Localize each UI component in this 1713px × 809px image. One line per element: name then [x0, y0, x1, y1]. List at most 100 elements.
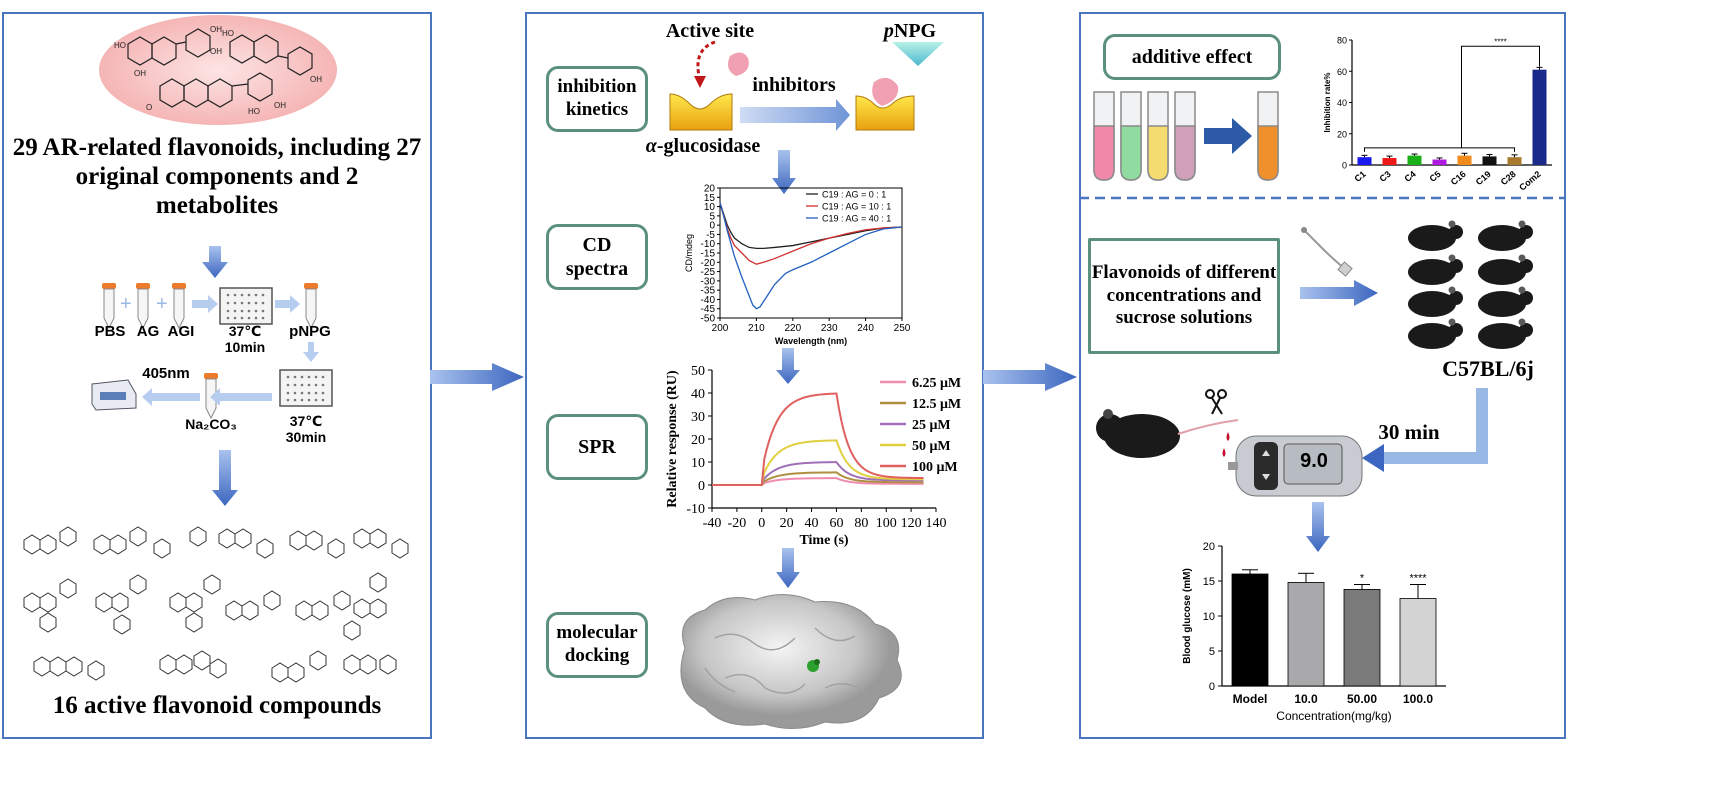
- cd-series-line: [719, 202, 903, 250]
- inh-bar: [1407, 155, 1422, 165]
- cd-y-tick-label: -50: [701, 314, 716, 325]
- cd-y-tick-label: 15: [704, 193, 716, 204]
- bg-y-tick-label: 0: [1209, 681, 1215, 693]
- cd-y-tick-label: -10: [701, 239, 716, 250]
- cd-x-tick-label: 210: [748, 323, 765, 334]
- inh-x-tick-label: C1: [1353, 169, 1368, 184]
- spr-y-axis-label: Relative response (RU): [665, 370, 680, 508]
- glucometer-reading: 9.0: [1300, 450, 1328, 472]
- mice-group-illustration: [1408, 220, 1533, 349]
- svg-text:OH: OH: [210, 25, 222, 34]
- tube-icon: [102, 283, 318, 420]
- mouse-tail-cut-illustration: [1096, 389, 1239, 458]
- middle-down-arrow-3: [776, 548, 800, 588]
- cd-y-axis-label: CD/mdeg: [684, 234, 694, 272]
- bg-bar: [1399, 598, 1437, 687]
- bg-y-tick-label: 10: [1203, 611, 1215, 623]
- inh-x-tick-label: C4: [1403, 169, 1418, 184]
- inh-y-tick-label: 40: [1337, 98, 1347, 108]
- protein-surface-image: [680, 594, 902, 729]
- spr-y-tick-label: 10: [691, 456, 705, 471]
- incubation-2: 37℃ 30min: [285, 413, 327, 446]
- bg-x-tick-label: 100.0: [1403, 692, 1433, 706]
- incubation-1: 37℃ 10min: [224, 323, 266, 356]
- right-divider: [1079, 196, 1566, 200]
- bg-y-tick-label: 20: [1203, 541, 1215, 553]
- inh-bar: [1357, 157, 1372, 165]
- bg-y-tick-label: 15: [1203, 576, 1215, 588]
- cd-x-tick-label: 240: [857, 323, 874, 334]
- cd-legend-label: C19 : AG = 0 : 1: [822, 190, 886, 200]
- spr-y-tick-label: 20: [691, 433, 705, 448]
- spr-legend-label: 50 μM: [912, 439, 951, 454]
- flavonoid-solutions-box: Flavonoids of different concentrations a…: [1088, 238, 1280, 354]
- substrate-label: pNPG: [289, 323, 331, 340]
- additive-effect-box: additive effect: [1103, 34, 1281, 80]
- svg-text:+: +: [156, 293, 168, 315]
- inh-y-tick-label: 0: [1342, 161, 1347, 171]
- tube-label-agi: AGI: [167, 323, 195, 340]
- arrow-to-glucose-chart: [1306, 502, 1330, 552]
- cd-y-tick-label: 10: [704, 202, 716, 213]
- spr-x-axis-label: Time (s): [799, 533, 848, 548]
- cd-spectra-chart: 20151050-5-10-15-20-25-30-35-40-45-50200…: [684, 184, 911, 347]
- inhibitors-label: inhibitors: [752, 74, 836, 96]
- bg-x-tick-label: 50.00: [1347, 692, 1377, 706]
- pnpg-text: NPG: [893, 20, 937, 42]
- spr-x-tick-label: 40: [805, 516, 819, 531]
- svg-text:HO: HO: [222, 29, 234, 38]
- inh-x-tick-label: C3: [1378, 169, 1393, 184]
- cd-y-tick-label: -5: [706, 230, 715, 241]
- glucometer-device: [1228, 435, 1363, 497]
- inh-y-tick-label: 80: [1337, 36, 1347, 46]
- spr-x-tick-label: 60: [829, 516, 843, 531]
- bg-bar: [1287, 582, 1325, 687]
- plate-reader-icon: [91, 379, 137, 411]
- pnpg-label: pNPG: [870, 20, 950, 43]
- active-site-label: Active site: [665, 20, 755, 42]
- svg-text:OH: OH: [210, 47, 222, 56]
- spr-y-tick-label: 30: [691, 410, 705, 425]
- cd-y-tick-label: 20: [704, 184, 716, 195]
- bg-y-tick-label: 5: [1209, 646, 1215, 658]
- middle-down-arrow-1: [772, 150, 796, 194]
- intro-text: 29 AR-related flavonoids, including 27 o…: [12, 134, 422, 219]
- cd-y-tick-label: 5: [709, 211, 715, 222]
- cd-y-tick-label: -45: [701, 304, 716, 315]
- down-arrow-2: [212, 450, 238, 506]
- inh-significance-bracket: [1461, 45, 1540, 148]
- tube-label-pbs: PBS: [94, 323, 126, 340]
- svg-text:OH: OH: [134, 69, 146, 78]
- enzyme-schematic: [669, 40, 944, 131]
- svg-text:OH: OH: [310, 75, 322, 84]
- assay-workflow: ++: [91, 283, 333, 420]
- tube-label-ag: AG: [136, 323, 160, 340]
- inh-x-tick-label: C19: [1474, 169, 1493, 187]
- cd-legend-label: C19 : AG = 40 : 1: [822, 214, 891, 224]
- inh-x-tick-label: C16: [1449, 169, 1468, 187]
- arrow-left-to-middle: [430, 363, 524, 391]
- inh-x-tick-label: C28: [1499, 169, 1518, 187]
- inh-bar: [1382, 157, 1397, 165]
- bg-significance-label: ****: [1409, 573, 1427, 585]
- cd-y-tick-label: -35: [701, 286, 716, 297]
- inh-bar: [1432, 159, 1447, 165]
- inh-y-tick-label: 60: [1337, 67, 1347, 77]
- cd-y-tick-label: -40: [701, 295, 716, 306]
- bg-bar: [1343, 589, 1381, 687]
- spr-y-tick-label: 40: [691, 387, 705, 402]
- spr-x-tick-label: 80: [854, 516, 868, 531]
- alpha-italic: α: [645, 135, 657, 157]
- spr-legend-label: 12.5 μM: [912, 397, 961, 412]
- pnpg-italic: p: [883, 20, 894, 42]
- gavage-needle-icon: [1301, 227, 1353, 277]
- svg-text:+: +: [120, 293, 132, 315]
- spr-series-line: [712, 392, 924, 486]
- cd-y-tick-label: 0: [709, 221, 715, 232]
- result-text: 16 active flavonoid compounds: [52, 692, 382, 719]
- bg-x-axis-label: Concentration(mg/kg): [1276, 709, 1391, 723]
- spr-x-tick-label: 140: [926, 516, 947, 531]
